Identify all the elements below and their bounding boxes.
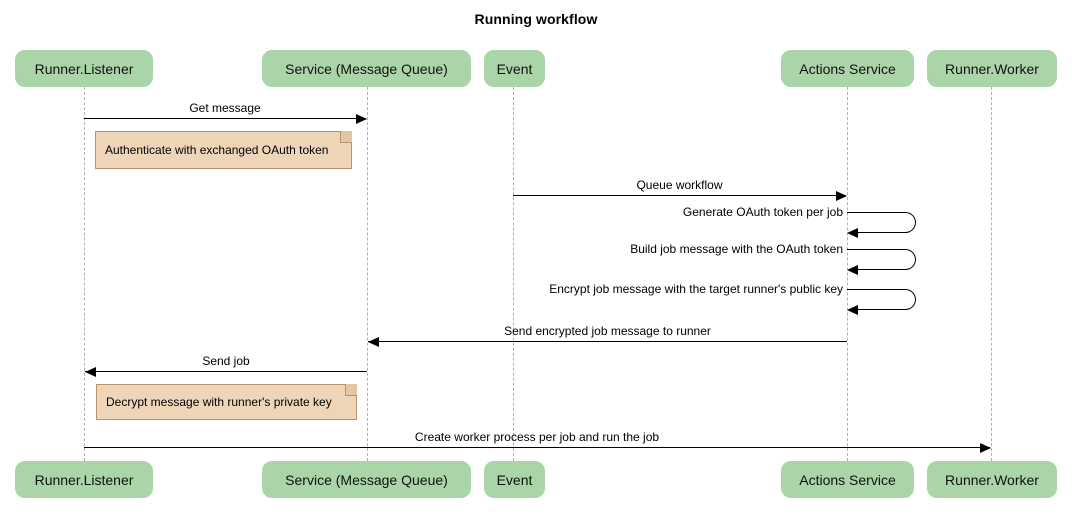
- self-call-top-line: [847, 212, 905, 213]
- self-call-curve: [904, 289, 916, 310]
- message-label: Generate OAuth token per job: [682, 205, 843, 219]
- message-label: Send encrypted job message to runner: [504, 324, 711, 338]
- arrowhead-icon: [356, 114, 367, 124]
- participant-actions-service-top[interactable]: Actions Service: [781, 50, 914, 87]
- self-call-bottom-line: [855, 269, 905, 270]
- message-line: [85, 371, 367, 372]
- note-text: Decrypt message with runner's private ke…: [106, 395, 332, 409]
- participant-label: Runner.Worker: [945, 471, 1039, 488]
- participant-label: Event: [496, 60, 533, 77]
- arrowhead-icon: [980, 443, 991, 453]
- participant-event-bottom[interactable]: Event: [484, 461, 545, 498]
- participant-actions-service-bottom[interactable]: Actions Service: [781, 461, 914, 498]
- participant-service-mq-bottom[interactable]: Service (Message Queue): [262, 461, 471, 498]
- self-call-top-line: [847, 249, 905, 250]
- participant-service-mq-top[interactable]: Service (Message Queue): [262, 50, 471, 87]
- participant-runner-listener-top[interactable]: Runner.Listener: [15, 50, 153, 87]
- note-n1: Authenticate with exchanged OAuth token: [95, 131, 352, 169]
- arrowhead-icon: [85, 367, 96, 377]
- arrowhead-icon: [836, 191, 847, 201]
- self-call-curve: [904, 249, 916, 270]
- participant-label: Actions Service: [799, 60, 896, 77]
- message-label: Get message: [189, 101, 261, 115]
- note-fold-corner-icon: [345, 384, 357, 396]
- note-fold-corner-icon: [340, 131, 352, 143]
- diagram-title: Running workflow: [474, 11, 598, 27]
- message-line: [84, 447, 990, 448]
- participant-label: Event: [496, 471, 533, 488]
- participant-label: Runner.Worker: [945, 60, 1039, 77]
- lifeline-runner-worker: [991, 87, 992, 461]
- message-label: Send job: [202, 354, 250, 368]
- self-call-bottom-line: [855, 232, 905, 233]
- arrowhead-icon: [847, 228, 858, 238]
- participant-runner-worker-top[interactable]: Runner.Worker: [927, 50, 1057, 87]
- message-line: [368, 341, 847, 342]
- participant-event-top[interactable]: Event: [484, 50, 545, 87]
- message-label: Build job message with the OAuth token: [630, 242, 843, 256]
- self-call-curve: [904, 212, 916, 233]
- self-call-top-line: [847, 289, 905, 290]
- message-label: Queue workflow: [636, 178, 723, 192]
- participant-runner-listener-bottom[interactable]: Runner.Listener: [15, 461, 153, 498]
- participant-label: Runner.Listener: [34, 471, 134, 488]
- message-line: [84, 118, 366, 119]
- lifeline-runner-listener: [84, 87, 85, 461]
- lifeline-service-mq: [367, 87, 368, 461]
- participant-label: Actions Service: [799, 471, 896, 488]
- arrowhead-icon: [368, 337, 379, 347]
- participant-label: Runner.Listener: [34, 60, 134, 77]
- participant-label: Service (Message Queue): [285, 471, 448, 488]
- message-label: Create worker process per job and run th…: [414, 430, 660, 444]
- participant-runner-worker-bottom[interactable]: Runner.Worker: [927, 461, 1057, 498]
- message-label: Encrypt job message with the target runn…: [549, 282, 843, 296]
- message-line: [513, 195, 846, 196]
- arrowhead-icon: [847, 265, 858, 275]
- lifeline-event: [513, 87, 514, 461]
- self-call-bottom-line: [855, 309, 905, 310]
- note-n2: Decrypt message with runner's private ke…: [96, 384, 357, 420]
- arrowhead-icon: [847, 305, 858, 315]
- participant-label: Service (Message Queue): [285, 60, 448, 77]
- note-text: Authenticate with exchanged OAuth token: [105, 143, 329, 157]
